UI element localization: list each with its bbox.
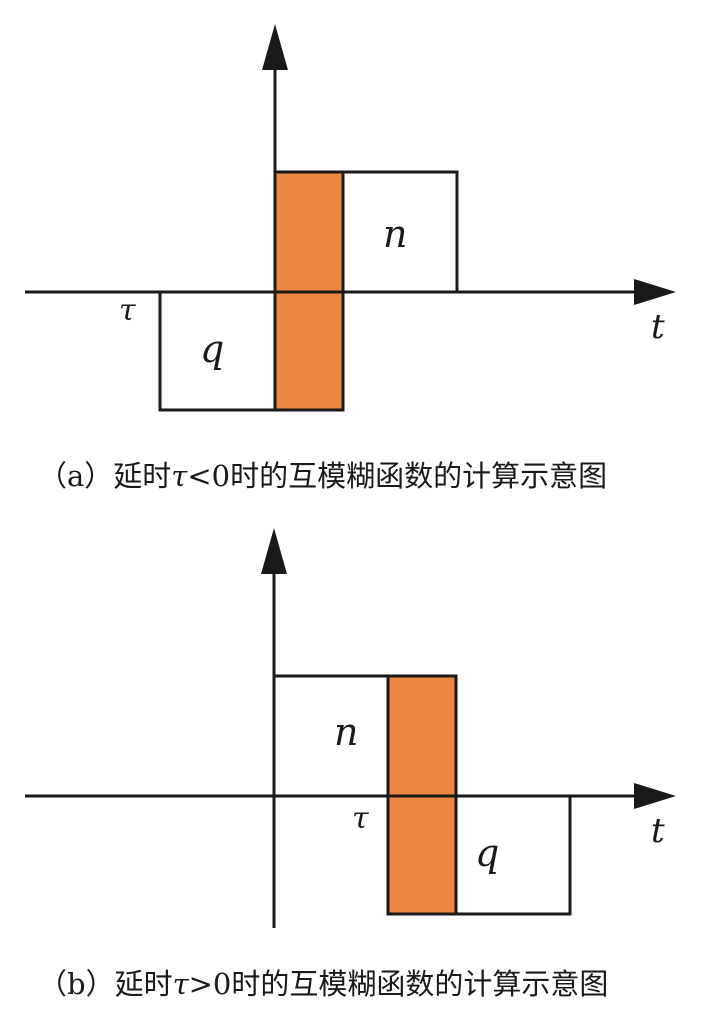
pulse-n-label-a: n (383, 212, 407, 256)
caption-a-suffix: <0时的互模糊函数的计算示意图 (187, 459, 607, 493)
time-axis-label-b: t (651, 811, 665, 851)
time-axis-arrow-b (634, 783, 676, 809)
caption-a: （a）延时τ<0时的互模糊函数的计算示意图 (38, 459, 607, 493)
vertical-axis-arrow-a (262, 24, 288, 70)
caption-b-tau: τ (173, 967, 190, 1001)
panel-a: n q τ t （a）延时τ<0时的互模糊函数的计算示意图 (25, 24, 676, 493)
pulse-n-label-b: n (334, 710, 358, 754)
delay-label-b: τ (352, 801, 369, 836)
caption-b: （b）延时τ>0时的互模糊函数的计算示意图 (38, 967, 608, 1001)
time-axis-arrow-a (634, 279, 676, 305)
vertical-axis-arrow-b (261, 528, 287, 574)
caption-b-suffix: >0时的互模糊函数的计算示意图 (189, 967, 609, 1001)
caption-a-tau: τ (171, 459, 188, 493)
pulse-q-label-b: q (475, 831, 499, 875)
caption-a-prefix: （a）延时 (38, 459, 171, 493)
panel-b: n q τ t （b）延时τ>0时的互模糊函数的计算示意图 (25, 528, 676, 1001)
time-axis-label-a: t (651, 307, 665, 347)
delay-label-a: τ (119, 293, 136, 328)
pulse-q-label-a: q (200, 327, 224, 371)
caption-b-prefix: （b）延时 (38, 967, 173, 1001)
